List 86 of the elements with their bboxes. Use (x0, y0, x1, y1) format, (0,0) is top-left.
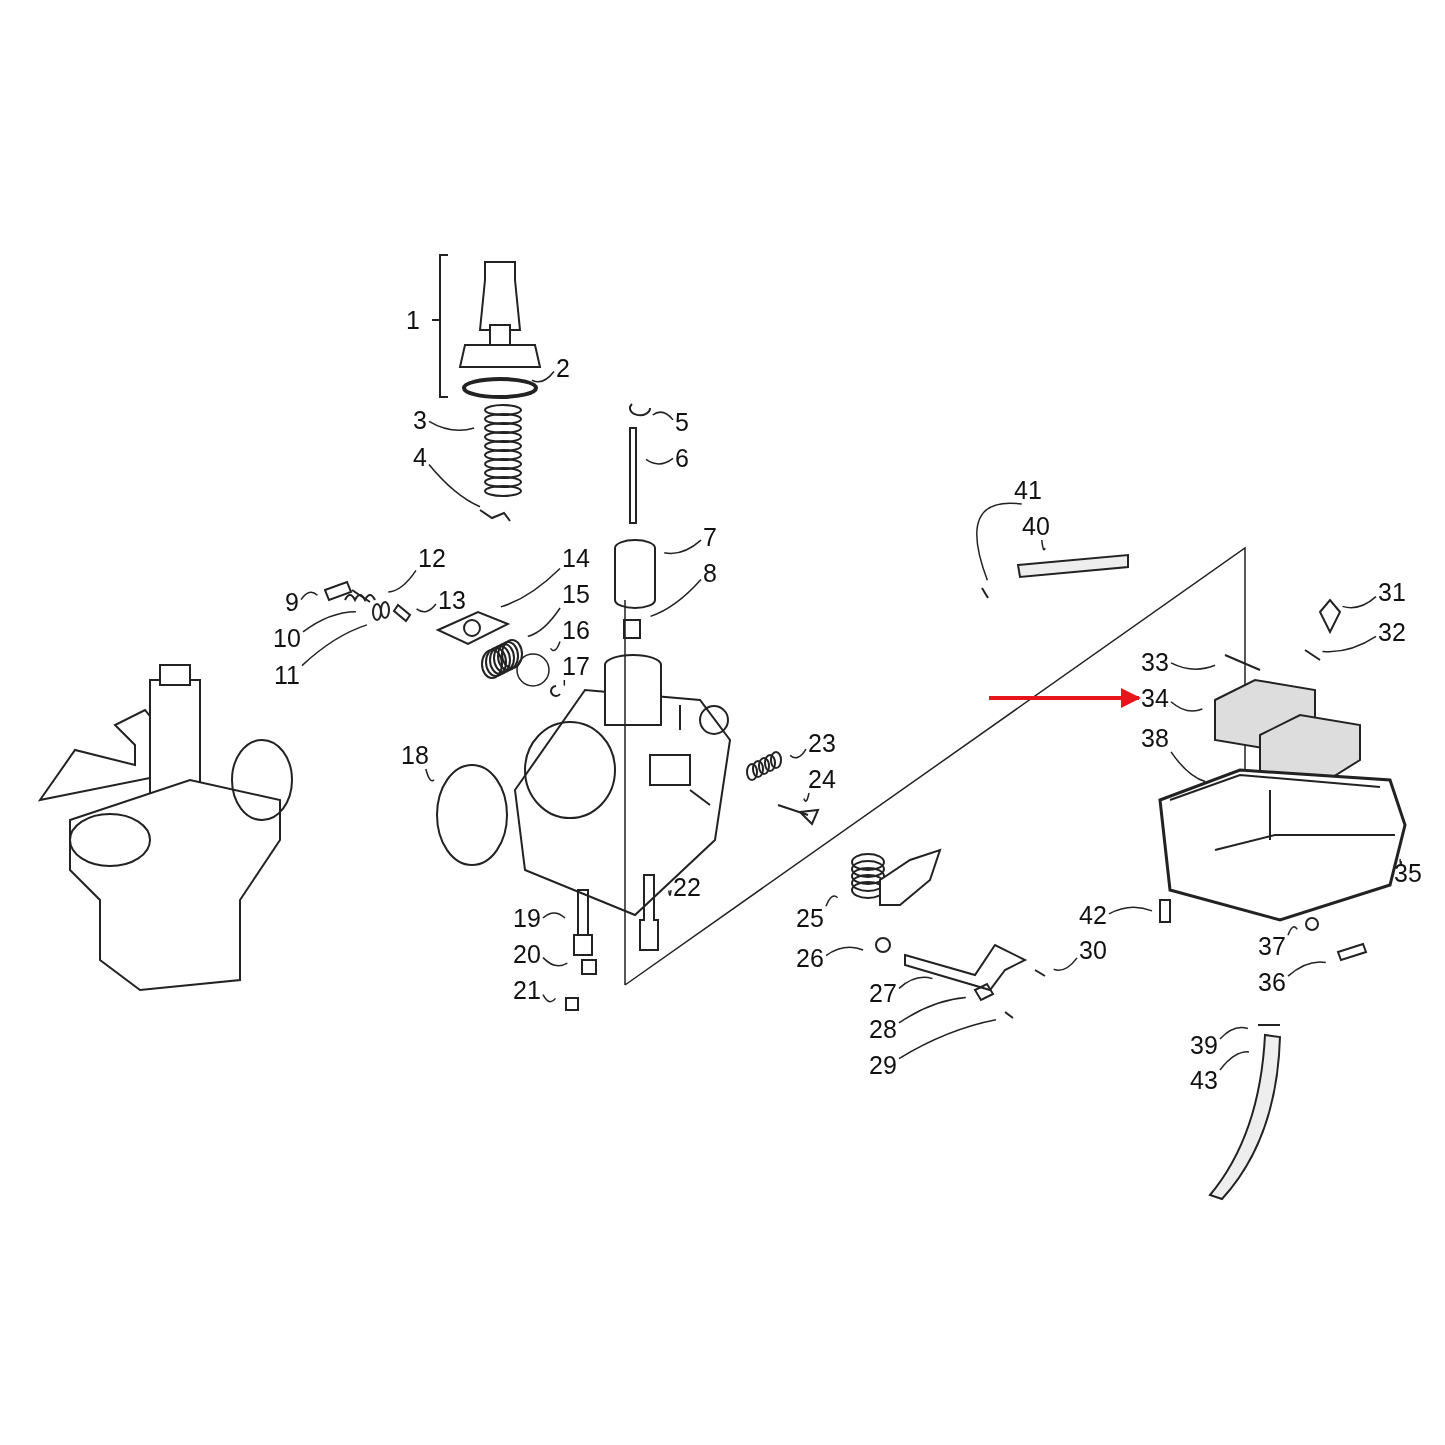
leader-line (300, 591, 319, 601)
callout-number: 27 (869, 979, 897, 1007)
callout-number: 10 (273, 624, 301, 652)
arrow (989, 688, 1141, 708)
leader-line (1170, 662, 1216, 670)
leader-line (663, 539, 702, 555)
leader-line (1041, 539, 1046, 551)
leader-line (898, 996, 967, 1024)
leader-line (1170, 751, 1206, 783)
callout-number: 6 (675, 444, 689, 472)
leader-line (549, 640, 561, 652)
leader-line (542, 912, 566, 919)
callout-number: 1 (406, 306, 420, 334)
callout-number: 15 (562, 580, 590, 608)
callout-number: 17 (562, 652, 590, 680)
callout-number: 24 (808, 765, 836, 793)
leader-line (976, 502, 1023, 581)
callout-number: 39 (1190, 1031, 1218, 1059)
leader-line (387, 569, 417, 593)
leader-line (649, 578, 702, 618)
leader-line (1321, 635, 1377, 653)
leader-line (527, 607, 561, 638)
callout-number: 20 (513, 940, 541, 968)
leader-line (645, 457, 674, 465)
leader-line (1287, 961, 1327, 977)
leader-line (500, 567, 561, 608)
callout-number: 7 (703, 523, 717, 551)
callout-number: 43 (1190, 1066, 1218, 1094)
callout-number: 30 (1079, 936, 1107, 964)
callout-number: 21 (513, 976, 541, 1004)
callout-number: 13 (438, 586, 466, 614)
leader-line (1108, 906, 1153, 915)
leader-line (531, 370, 555, 383)
callout-number: 40 (1022, 512, 1050, 540)
leader-line (1219, 1026, 1249, 1040)
leader-line (542, 956, 569, 967)
callout-number: 3 (413, 406, 427, 434)
callout-number: 19 (513, 904, 541, 932)
callout-number: 38 (1141, 724, 1169, 752)
leader-line (651, 411, 674, 421)
leader-line (542, 993, 557, 1003)
leader-line (1170, 701, 1204, 712)
leader-line (825, 895, 839, 907)
leader-line (825, 946, 864, 957)
callout-number: 33 (1141, 648, 1169, 676)
callout-number: 18 (401, 741, 429, 769)
leader-line (302, 610, 357, 633)
leader-line (1287, 926, 1298, 937)
callout-number: 5 (675, 408, 689, 436)
leader-line (898, 1019, 997, 1060)
callout-number: 14 (562, 544, 590, 572)
callout-number: 35 (1394, 859, 1422, 887)
callout-number: 32 (1378, 618, 1406, 646)
callout-number: 42 (1079, 901, 1107, 929)
callout-number: 22 (673, 873, 701, 901)
leader-line (668, 889, 672, 897)
leader-line (898, 976, 934, 990)
callout-number: 8 (703, 559, 717, 587)
callout-number: 28 (869, 1015, 897, 1043)
leader-line (428, 420, 475, 432)
callout-number: 4 (413, 443, 427, 471)
callout-number: 29 (869, 1051, 897, 1079)
callout-number: 31 (1378, 578, 1406, 606)
callout-number: 12 (418, 544, 446, 572)
leader-line (425, 768, 435, 782)
leader-line (1341, 595, 1377, 609)
callout-number: 37 (1258, 932, 1286, 960)
leader-line (1399, 858, 1403, 866)
callout-number: 16 (562, 616, 590, 644)
callout-number: 23 (808, 729, 836, 757)
leader-line (1219, 1051, 1250, 1071)
callout-number: 34 (1141, 684, 1169, 712)
callout-number: 25 (796, 904, 824, 932)
leader-line (1052, 957, 1078, 971)
callout-number: 11 (274, 661, 300, 689)
leader-line (789, 748, 807, 759)
callout-number: 2 (556, 354, 570, 382)
callout-number: 26 (796, 944, 824, 972)
callout-number: 41 (1014, 476, 1042, 504)
leader-line (415, 603, 437, 613)
leader-line (301, 624, 368, 667)
callout-number: 9 (285, 588, 299, 616)
leader-line (803, 792, 810, 802)
callout-number: 36 (1258, 968, 1286, 996)
leader-line (563, 679, 566, 686)
leader-line (428, 463, 481, 508)
